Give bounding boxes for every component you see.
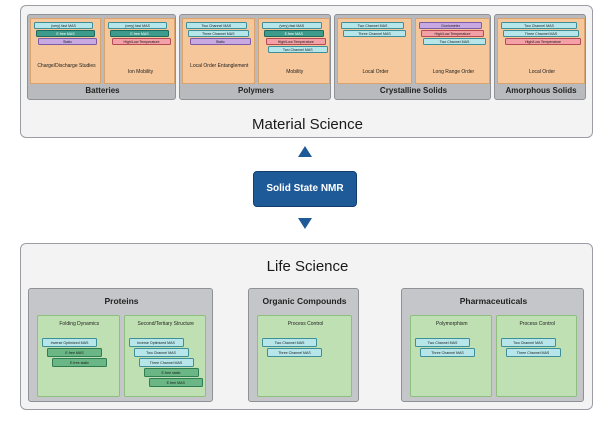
tag-e-free-static: E.free static [52,358,107,367]
tag-three-channel-mas: Three Channel MAS [138,358,194,367]
subgroup-label: Ion Mobility [127,69,154,75]
group-label: Amorphous Solids [505,86,577,95]
tag-e-free-mas: E.free MAS [148,378,203,387]
subgroup-label: Local Order [362,69,389,75]
tag-three-channel-mas: Three Channel MAS [343,30,406,37]
tag-static: Static [38,38,97,45]
subgroup-label: Process Control [287,321,324,327]
subgroup-label: Long Range Order [432,69,475,75]
subgroup-label: Local Order [528,69,556,75]
tag-two-channel-mas: Two Channel MAS [423,38,486,45]
arrow-down-icon [298,218,312,229]
solid-state-nmr-box: Solid State NMR [253,171,357,207]
tag-two-channel-mas: Two Channel MAS [500,338,556,347]
group-label: Organic Compounds [262,296,347,306]
tag-two-channel-mas: Two Channel MAS [133,348,189,357]
group-amorphous-solids: Amorphous Solids Local Order Two Channel M… [494,14,586,100]
group-label: Crystalline Solids [379,86,448,95]
tag-high-low-temperature: High/Low Temperature [505,38,581,45]
group-label: Batteries [85,86,120,95]
tag-e-free-mas: E.free MAS [36,30,95,37]
tag-two-channel-mas: Two Channel MAS [501,22,577,29]
tag-three-channel-mas: Three Channel MAS [420,348,475,357]
tag-very-fast-mas: (very) fast MAS [108,22,167,29]
group-label: Proteins [104,296,139,306]
tag-e-free-mas: E.free MAS [110,30,169,37]
subgroup-label: Charge/Discharge Studies [37,63,96,69]
tag-e-free-mas: E.free MAS [47,348,102,357]
tag-two-channel-mas: Two Channel MAS [415,338,470,347]
tag-high-low-temperature: High/Low Temperature [112,38,171,45]
tag-inverse-optimized-mas: Inverse Optimized MAS [42,338,97,347]
life-science-title: Life Science [266,258,349,275]
tag-inverse-optimized-mas: Inverse Optimized MAS [128,338,184,347]
tag-goniometer: Goniometer [419,22,482,29]
subgroup-label: Process Control [519,321,556,327]
subgroup-label: Local Order Entanglement [190,63,249,69]
tag-three-channel-mas: Three Channel MAS [267,348,322,357]
tag-two-channel-mas: Two Channel MAS [262,338,317,347]
tag-two-channel-mas: Two Channel MAS [186,22,247,29]
subgroup-label: Mobility [286,69,304,75]
tag-very-fast-mas: (very) fast MAS [34,22,93,29]
group-polymers: Polymers Local Order Entanglement Two Chan… [179,14,331,100]
tag-two-channel-mas: Two Channel MAS [341,22,404,29]
material-science-title: Material Science [252,116,363,133]
group-label: Pharmaceuticals [459,296,528,306]
subgroup-label: Second/Tertiary Structure [137,321,194,327]
group-crystalline-solids: Crystalline Solids Local Order Two Channel… [334,14,491,100]
group-label: Polymers [237,86,275,95]
tag-high-low-temperature: High/Low Temperature [265,38,326,45]
tag-e-free-static: E.free static [143,368,199,377]
subgroup-label: Folding Dynamics [59,321,100,327]
tag-very-fast-mas: (very) fast MAS [261,22,322,29]
arrow-up-icon [298,146,312,157]
tag-three-channel-mas: Three Channel MAS [188,30,249,37]
tag-two-channel-mas: Two Channel MAS [267,46,328,53]
tag-three-channel-mas: Three Channel MAS [503,30,579,37]
group-batteries: Batteries Charge/Discharge Studies (very) … [27,14,176,100]
tag-e-free-mas: E.free MAS [263,30,324,37]
subgroup-label: Polymorphism [435,321,468,327]
tag-static: Static [190,38,251,45]
tag-three-channel-mas: Three Channel MAS [505,348,561,357]
tag-high-low-temperature: High/Low Temperature [421,30,484,37]
